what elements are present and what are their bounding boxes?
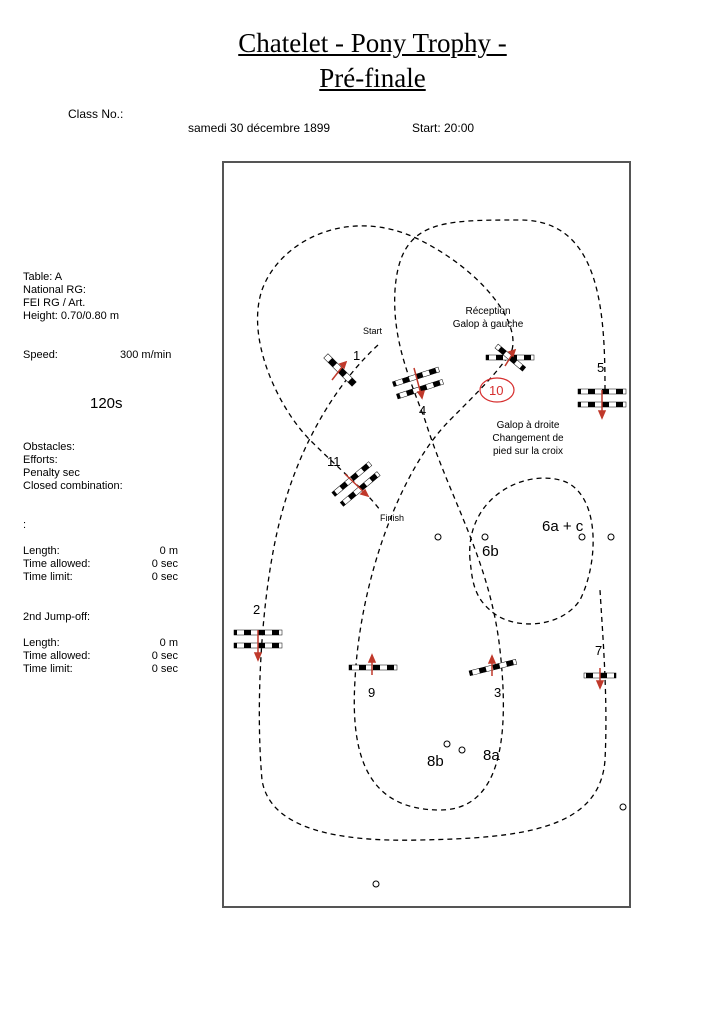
- jumpoff-title: 2nd Jump-off:: [23, 611, 91, 623]
- time-big: 120s: [90, 395, 123, 412]
- jumpoff-time-allowed-value: 0 sec: [151, 650, 178, 662]
- note-galop-1: Galop à droite: [497, 420, 560, 431]
- arrow-fence-5-icon: [597, 390, 607, 420]
- table-info: Table: A: [23, 271, 63, 283]
- fence-labels: 1 2 3 4 5 6a + c 6b 7 8a 8b 9 10 11: [253, 348, 604, 770]
- course-route: [257, 219, 607, 841]
- start-time: Start: 20:00: [412, 121, 475, 135]
- fence-10-label: 10: [489, 383, 503, 398]
- finish-label: Finish: [380, 513, 404, 523]
- arrow-fence-9-icon: [367, 653, 377, 675]
- marker-6a-left: [434, 533, 442, 541]
- height-info: Height: 0.70/0.80 m: [23, 310, 120, 322]
- time-limit-value: 0 sec: [151, 571, 178, 583]
- marker-8a: [458, 746, 466, 754]
- arrow-fence-1-icon: [331, 360, 348, 381]
- national-info: National RG:: [23, 284, 86, 296]
- arrow-fence-4-icon: [413, 367, 426, 400]
- fence-3-label: 3: [494, 685, 501, 700]
- time-allowed-value: 0 sec: [151, 558, 178, 570]
- marker-bottom: [372, 880, 380, 888]
- fence-7-label: 7: [595, 643, 602, 658]
- page-title: Chatelet - Pony Trophy -: [238, 28, 507, 58]
- speed-label: Speed:: [23, 349, 58, 361]
- jumpoff-time-limit-value: 0 sec: [151, 663, 178, 675]
- fence-8b-label: 8b: [427, 753, 444, 770]
- closed-combination-label: Closed combination:: [23, 480, 123, 492]
- obstacles-label: Obstacles:: [23, 441, 75, 453]
- time-limit-label: Time limit:: [23, 571, 73, 583]
- fence-1-label: 1: [353, 348, 360, 363]
- note-galop-2: Changement de: [492, 433, 564, 444]
- length-label: Length:: [23, 545, 60, 557]
- note-reception-1: Réception: [465, 306, 510, 317]
- marker-6b: [481, 533, 489, 541]
- markers: [372, 533, 627, 888]
- page-subtitle: Pré-finale: [319, 63, 426, 93]
- start-label: Start: [363, 326, 383, 336]
- fei-info: FEI RG / Art.: [23, 297, 86, 309]
- fence-2-label: 2: [253, 602, 260, 617]
- marker-8b: [443, 740, 451, 748]
- fence-6b-label: 6b: [482, 543, 499, 560]
- fence-11-label: 11: [327, 454, 341, 469]
- date-text: samedi 30 décembre 1899: [188, 121, 331, 135]
- arrow-fence-7-icon: [595, 668, 605, 690]
- arrow-fence-2-icon: [253, 630, 263, 662]
- colon-text: :: [23, 519, 27, 531]
- fence-10-highlight: [479, 377, 515, 403]
- class-label: Class No.:: [68, 107, 124, 121]
- fence-9-label: 9: [368, 685, 375, 700]
- route-path-c: [257, 225, 514, 511]
- fence-9: [348, 664, 398, 671]
- note-reception-2: Galop à gauche: [453, 319, 524, 330]
- arena-border: [222, 161, 631, 908]
- arrow-fence-11-icon: [344, 473, 370, 498]
- note-galop-3: pied sur la croix: [493, 446, 563, 457]
- jumpoff-time-allowed-label: Time allowed:: [23, 650, 91, 662]
- marker-6c-left: [578, 533, 586, 541]
- route-path-b: [353, 219, 606, 811]
- efforts-label: Efforts:: [23, 454, 58, 466]
- jumpoff-length-value: 0 m: [159, 637, 178, 649]
- route-path-a: [258, 344, 607, 841]
- time-allowed-label: Time allowed:: [23, 558, 91, 570]
- arrow-fence-10-icon: [504, 348, 517, 367]
- marker-corner: [619, 803, 627, 811]
- marker-6c-right: [607, 533, 615, 541]
- route-path-d: [469, 477, 594, 625]
- fence-6ac-label: 6a + c: [542, 518, 584, 535]
- penalty-label: Penalty sec: [23, 467, 80, 479]
- fence-4-label: 4: [419, 403, 426, 418]
- arrow-fence-3-icon: [487, 654, 497, 676]
- fence-5-label: 5: [597, 360, 604, 375]
- speed-value: 300 m/min: [120, 349, 172, 361]
- direction-arrows: [253, 348, 607, 690]
- length-value: 0 m: [159, 545, 178, 557]
- fence-8a-label: 8a: [483, 747, 500, 764]
- jumpoff-length-label: Length:: [23, 637, 60, 649]
- jumpoff-time-limit-label: Time limit:: [23, 663, 73, 675]
